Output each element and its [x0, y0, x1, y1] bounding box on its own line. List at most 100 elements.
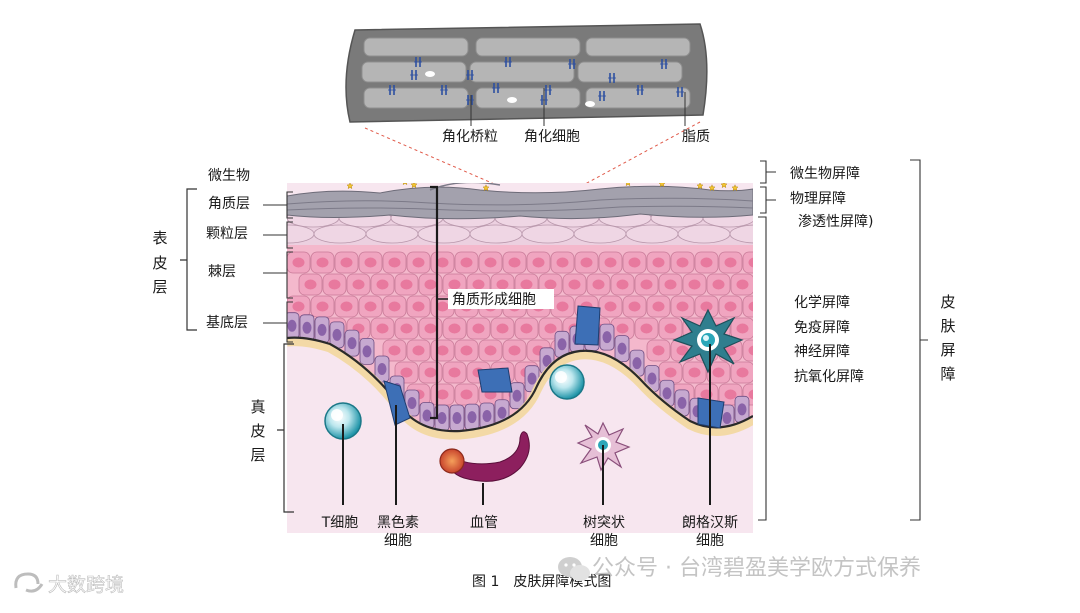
cell-nucleus	[629, 302, 641, 312]
cell-nucleus	[737, 324, 749, 334]
granular-cell	[418, 225, 470, 243]
label-lipid: 脂质	[682, 129, 710, 145]
cell-nucleus	[497, 280, 509, 290]
cell-nucleus	[318, 324, 327, 336]
microbe-star	[355, 177, 361, 183]
cell-nucleus	[738, 403, 747, 415]
svg-text:真: 真	[250, 398, 265, 416]
cell-nucleus	[528, 373, 537, 385]
label-neural-barrier: 神经屏障	[794, 344, 850, 360]
corneocyte-sheet	[364, 38, 468, 56]
svg-text:皮: 皮	[940, 293, 955, 311]
cell-nucleus	[305, 280, 317, 290]
label-skin-barrier: 皮 肤 屏 障	[940, 293, 955, 383]
granular-cell	[678, 225, 730, 243]
svg-text:皮: 皮	[250, 422, 265, 440]
microbe-star	[457, 177, 463, 183]
cell-nucleus	[401, 324, 413, 334]
cell-nucleus	[303, 322, 312, 334]
cell-nucleus	[641, 324, 653, 334]
epidermis-label: 表 皮 层	[152, 229, 167, 296]
label-t-cell: T细胞	[321, 515, 359, 531]
cell-nucleus	[437, 390, 449, 400]
lipid-droplet	[425, 71, 435, 77]
granular-cell	[730, 225, 782, 243]
cell-nucleus	[713, 368, 725, 378]
cell-nucleus	[677, 258, 689, 268]
cell-nucleus	[293, 258, 305, 268]
granular-cell	[366, 225, 418, 243]
cell-nucleus	[317, 302, 329, 312]
cell-nucleus	[293, 302, 305, 312]
lipid-droplet	[507, 97, 517, 103]
cell-nucleus	[558, 338, 567, 350]
cell-nucleus	[665, 280, 677, 290]
cell-nucleus	[438, 412, 447, 424]
cell-nucleus	[329, 280, 341, 290]
cell-nucleus	[749, 390, 761, 400]
microbe-star	[339, 175, 345, 181]
right-labels: 微生物屏障 物理屏障 渗透性屏障) 化学屏障 免疫屏障 神经屏障 抗氧化屏障 皮…	[758, 160, 956, 520]
cell-nucleus	[288, 320, 297, 332]
cell-nucleus	[617, 280, 629, 290]
cell-nucleus	[365, 302, 377, 312]
cell-nucleus	[617, 324, 629, 334]
cell-nucleus	[725, 302, 737, 312]
cell-nucleus	[513, 390, 522, 402]
label-langerhans-1: 朗格汉斯	[682, 515, 738, 531]
cell-nucleus	[485, 258, 497, 268]
granular-cell	[314, 225, 366, 243]
cell-nucleus	[473, 324, 485, 334]
cell-nucleus	[605, 302, 617, 312]
cell-nucleus	[725, 258, 737, 268]
cell-nucleus	[737, 280, 749, 290]
cell-nucleus	[453, 412, 462, 424]
cell-nucleus	[401, 368, 413, 378]
cell-nucleus	[377, 324, 389, 334]
cell-nucleus	[633, 357, 642, 369]
label-stratum-spinosum: 棘层	[208, 264, 236, 280]
label-dendritic-1: 树突状	[583, 515, 625, 531]
label-melanocyte-1: 黑色素	[377, 514, 419, 531]
cell-nucleus	[461, 346, 473, 356]
papilla-t-cell-graphic	[550, 365, 584, 399]
cell-nucleus	[408, 397, 417, 409]
cell-nucleus	[725, 390, 737, 400]
label-permeability-barrier: 渗透性屏障)	[798, 214, 873, 230]
svg-text:层: 层	[250, 446, 265, 464]
cell-nucleus	[723, 412, 732, 424]
label-chemical-barrier: 化学屏障	[794, 295, 850, 311]
brand-logo-icon	[16, 574, 42, 591]
cell-nucleus	[317, 258, 329, 268]
cell-nucleus	[665, 368, 677, 378]
label-langerhans-2: 细胞	[696, 533, 724, 549]
granular-cell	[574, 225, 626, 243]
label-melanocyte-2: 细胞	[384, 533, 412, 549]
wechat-watermark: 公众号 · 台湾碧盈美学欧方式保养	[558, 556, 921, 581]
cell-nucleus	[653, 346, 665, 356]
cell-nucleus	[677, 302, 689, 312]
svg-text:屏: 屏	[940, 341, 955, 359]
cell-nucleus	[521, 324, 533, 334]
cell-nucleus	[437, 346, 449, 356]
label-microbial-barrier: 微生物屏障	[790, 166, 860, 182]
cell-nucleus	[593, 280, 605, 290]
cell-nucleus	[521, 280, 533, 290]
cell-nucleus	[498, 407, 507, 419]
cell-nucleus	[605, 258, 617, 268]
label-stratum-corneum: 角质层	[208, 196, 250, 212]
cell-nucleus	[389, 258, 401, 268]
cell-nucleus	[413, 258, 425, 268]
cell-nucleus	[377, 280, 389, 290]
cell-nucleus	[737, 368, 749, 378]
cell-nucleus	[749, 258, 761, 268]
cell-nucleus	[689, 280, 701, 290]
cell-nucleus	[413, 302, 425, 312]
label-corneocyte: 角化细胞	[524, 129, 580, 145]
cell-nucleus	[545, 280, 557, 290]
spinous-cell	[743, 340, 766, 361]
granular-cell	[470, 225, 522, 243]
cell-nucleus	[557, 302, 569, 312]
lipid-droplet	[585, 101, 595, 107]
cell-nucleus	[468, 411, 477, 423]
